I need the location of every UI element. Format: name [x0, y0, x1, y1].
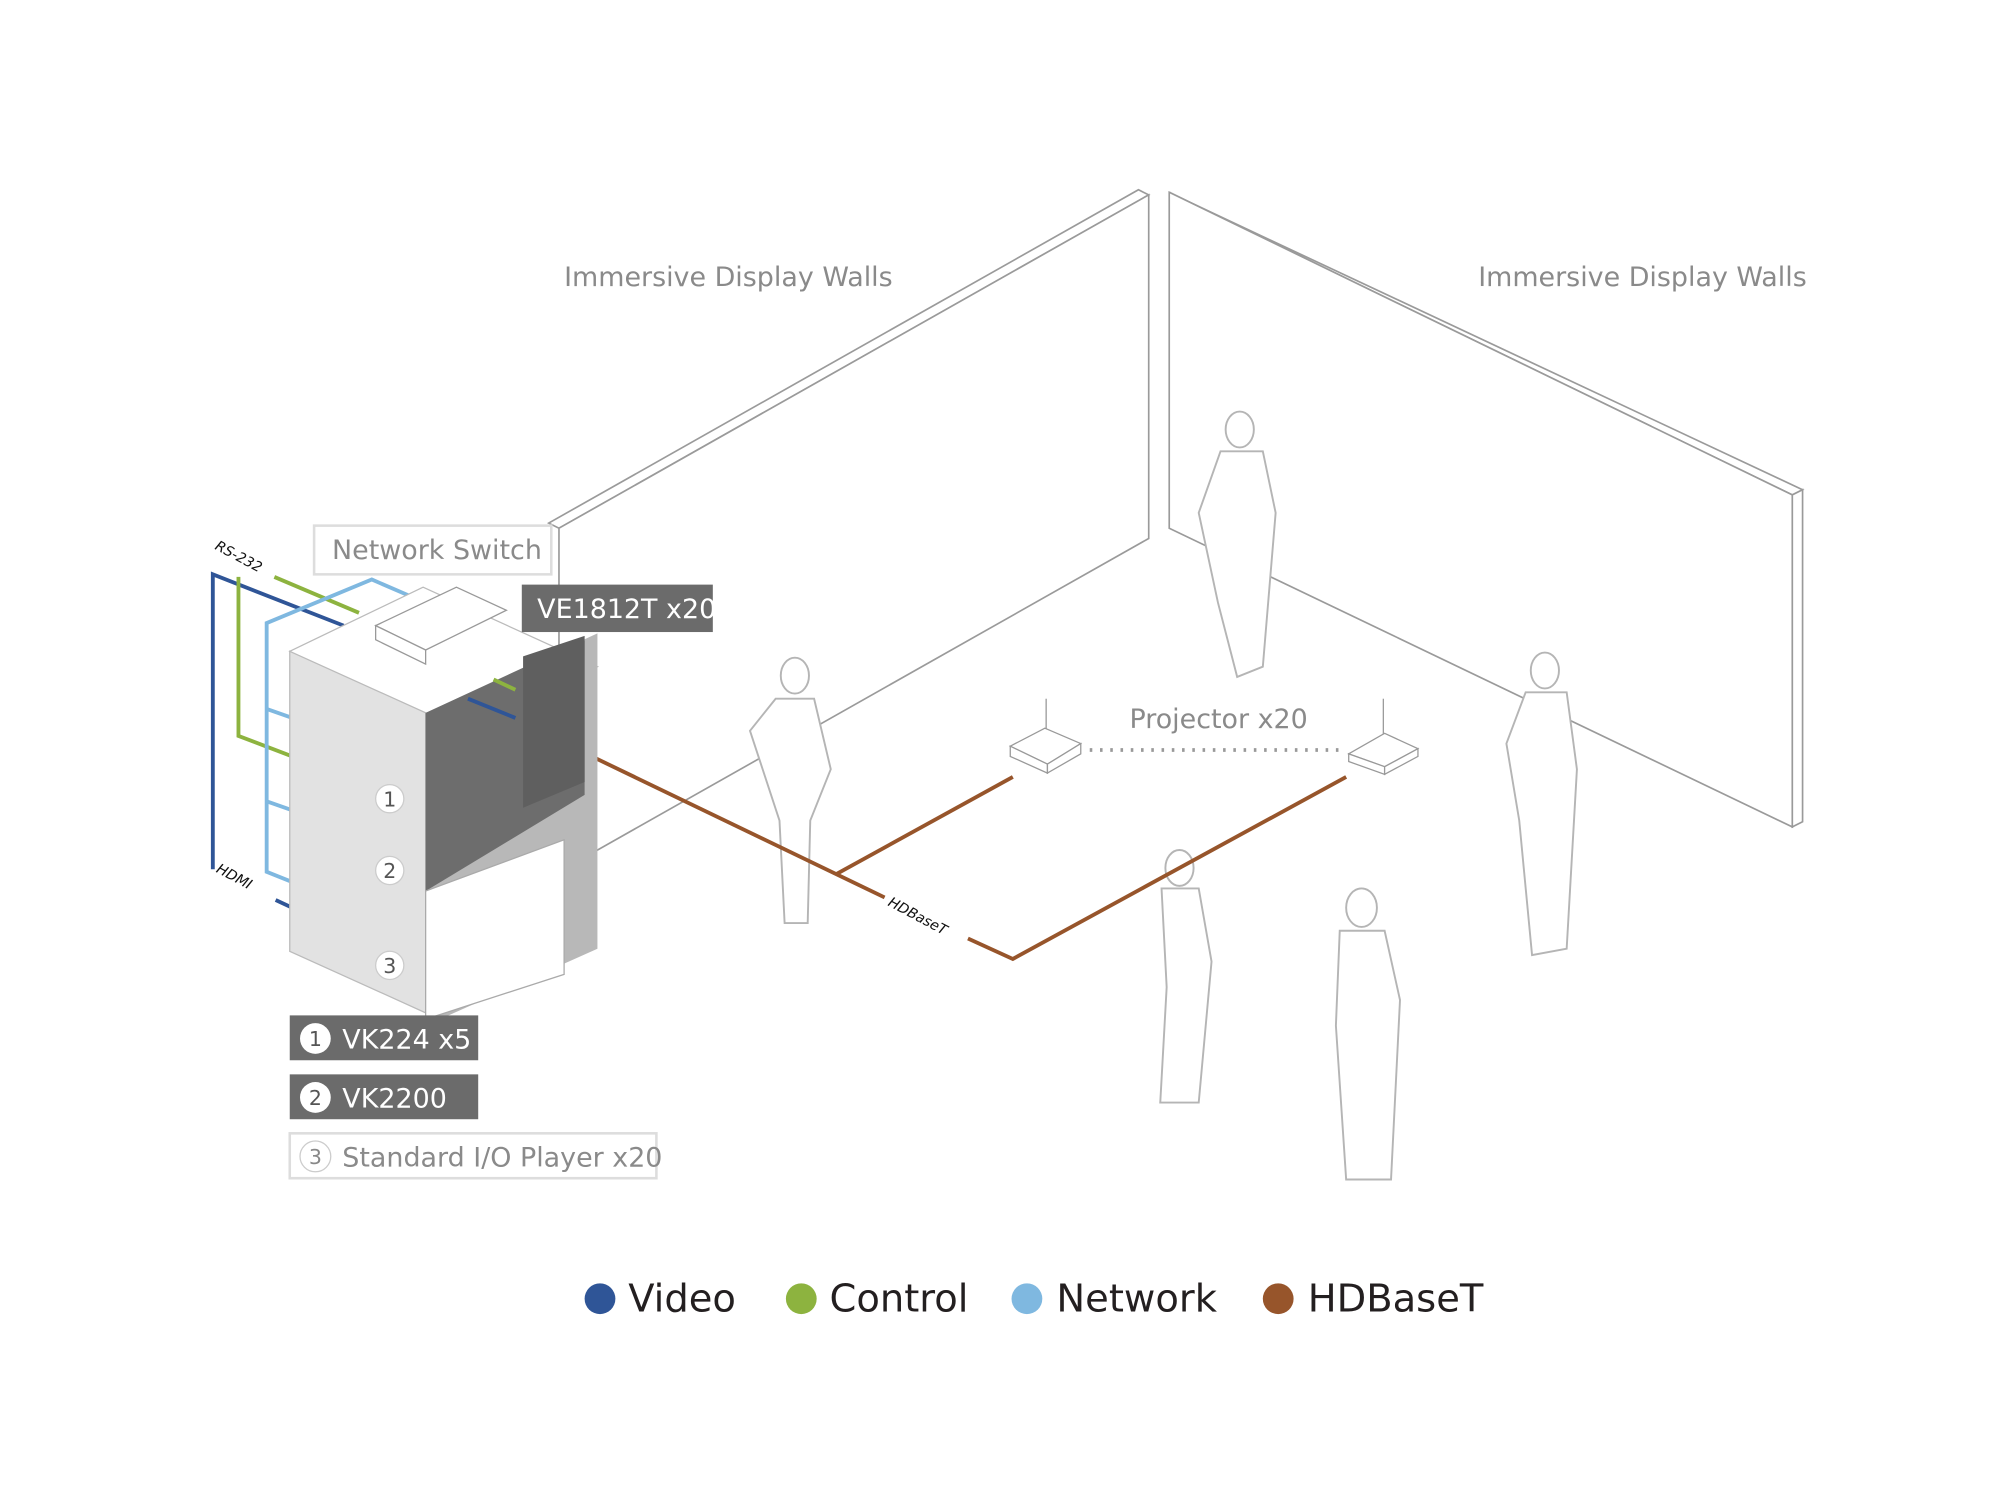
- legend-network: Network: [1011, 1277, 1218, 1322]
- legend-hdbaset: HDBaseT: [1262, 1277, 1484, 1322]
- component-label: Standard I/O Player x20: [342, 1143, 662, 1174]
- projector-icon: [1347, 698, 1420, 776]
- projector-icon: [1008, 698, 1083, 775]
- svg-text:HDBaseT: HDBaseT: [1308, 1277, 1484, 1322]
- component-item: 2 VK2200: [289, 1074, 479, 1120]
- person-icon: [1334, 887, 1401, 1181]
- component-num: 1: [309, 1027, 322, 1051]
- component-item: 3 Standard I/O Player x20: [288, 1132, 662, 1180]
- svg-text:Control: Control: [829, 1277, 968, 1322]
- projectors: [1008, 698, 1420, 776]
- component-num: 2: [309, 1086, 322, 1110]
- person-icon: [1505, 651, 1578, 957]
- component-label: VK2200: [342, 1084, 447, 1115]
- person-icon: [748, 656, 832, 925]
- extender-label: VE1812T x20: [537, 594, 716, 625]
- hdbaset-label: HDBaseT: [885, 895, 951, 940]
- component-item: 1 VK224 x5: [289, 1015, 479, 1061]
- extender-callout: VE1812T x20: [521, 584, 716, 633]
- marker-1: [375, 783, 405, 814]
- network-switch-label: Network Switch: [332, 535, 542, 566]
- projector-label: Projector x20: [1129, 704, 1307, 735]
- walls-left-label: Immersive Display Walls: [564, 262, 893, 293]
- component-list: 1 VK224 x5 2 VK2200 3 Standard I/O Playe…: [288, 1015, 662, 1180]
- component-label: VK224 x5: [342, 1025, 471, 1056]
- person-icon: [1197, 410, 1277, 679]
- marker-2-num: 2: [383, 859, 396, 883]
- legend-control: Control: [785, 1277, 968, 1322]
- equipment-rack: 1 2 3: [288, 586, 600, 1026]
- legend-video: Video: [584, 1277, 736, 1322]
- cables: [210, 571, 1348, 962]
- legend: Video Control Network HDBaseT: [584, 1277, 1484, 1322]
- people: [748, 410, 1578, 1181]
- component-num: 3: [309, 1145, 322, 1169]
- walls-right-label: Immersive Display Walls: [1478, 262, 1807, 293]
- display-walls: [546, 188, 1805, 874]
- svg-text:Video: Video: [628, 1277, 736, 1322]
- marker-2: [375, 855, 405, 886]
- marker-3: [375, 950, 405, 981]
- marker-3-num: 3: [383, 954, 396, 978]
- network-switch-callout: Network Switch: [312, 524, 553, 576]
- rs232-label: RS-232: [212, 538, 264, 576]
- hdmi-label: HDMI: [214, 861, 255, 893]
- marker-1-num: 1: [383, 787, 396, 811]
- svg-text:Network: Network: [1056, 1277, 1217, 1322]
- person-icon: [1159, 849, 1213, 1104]
